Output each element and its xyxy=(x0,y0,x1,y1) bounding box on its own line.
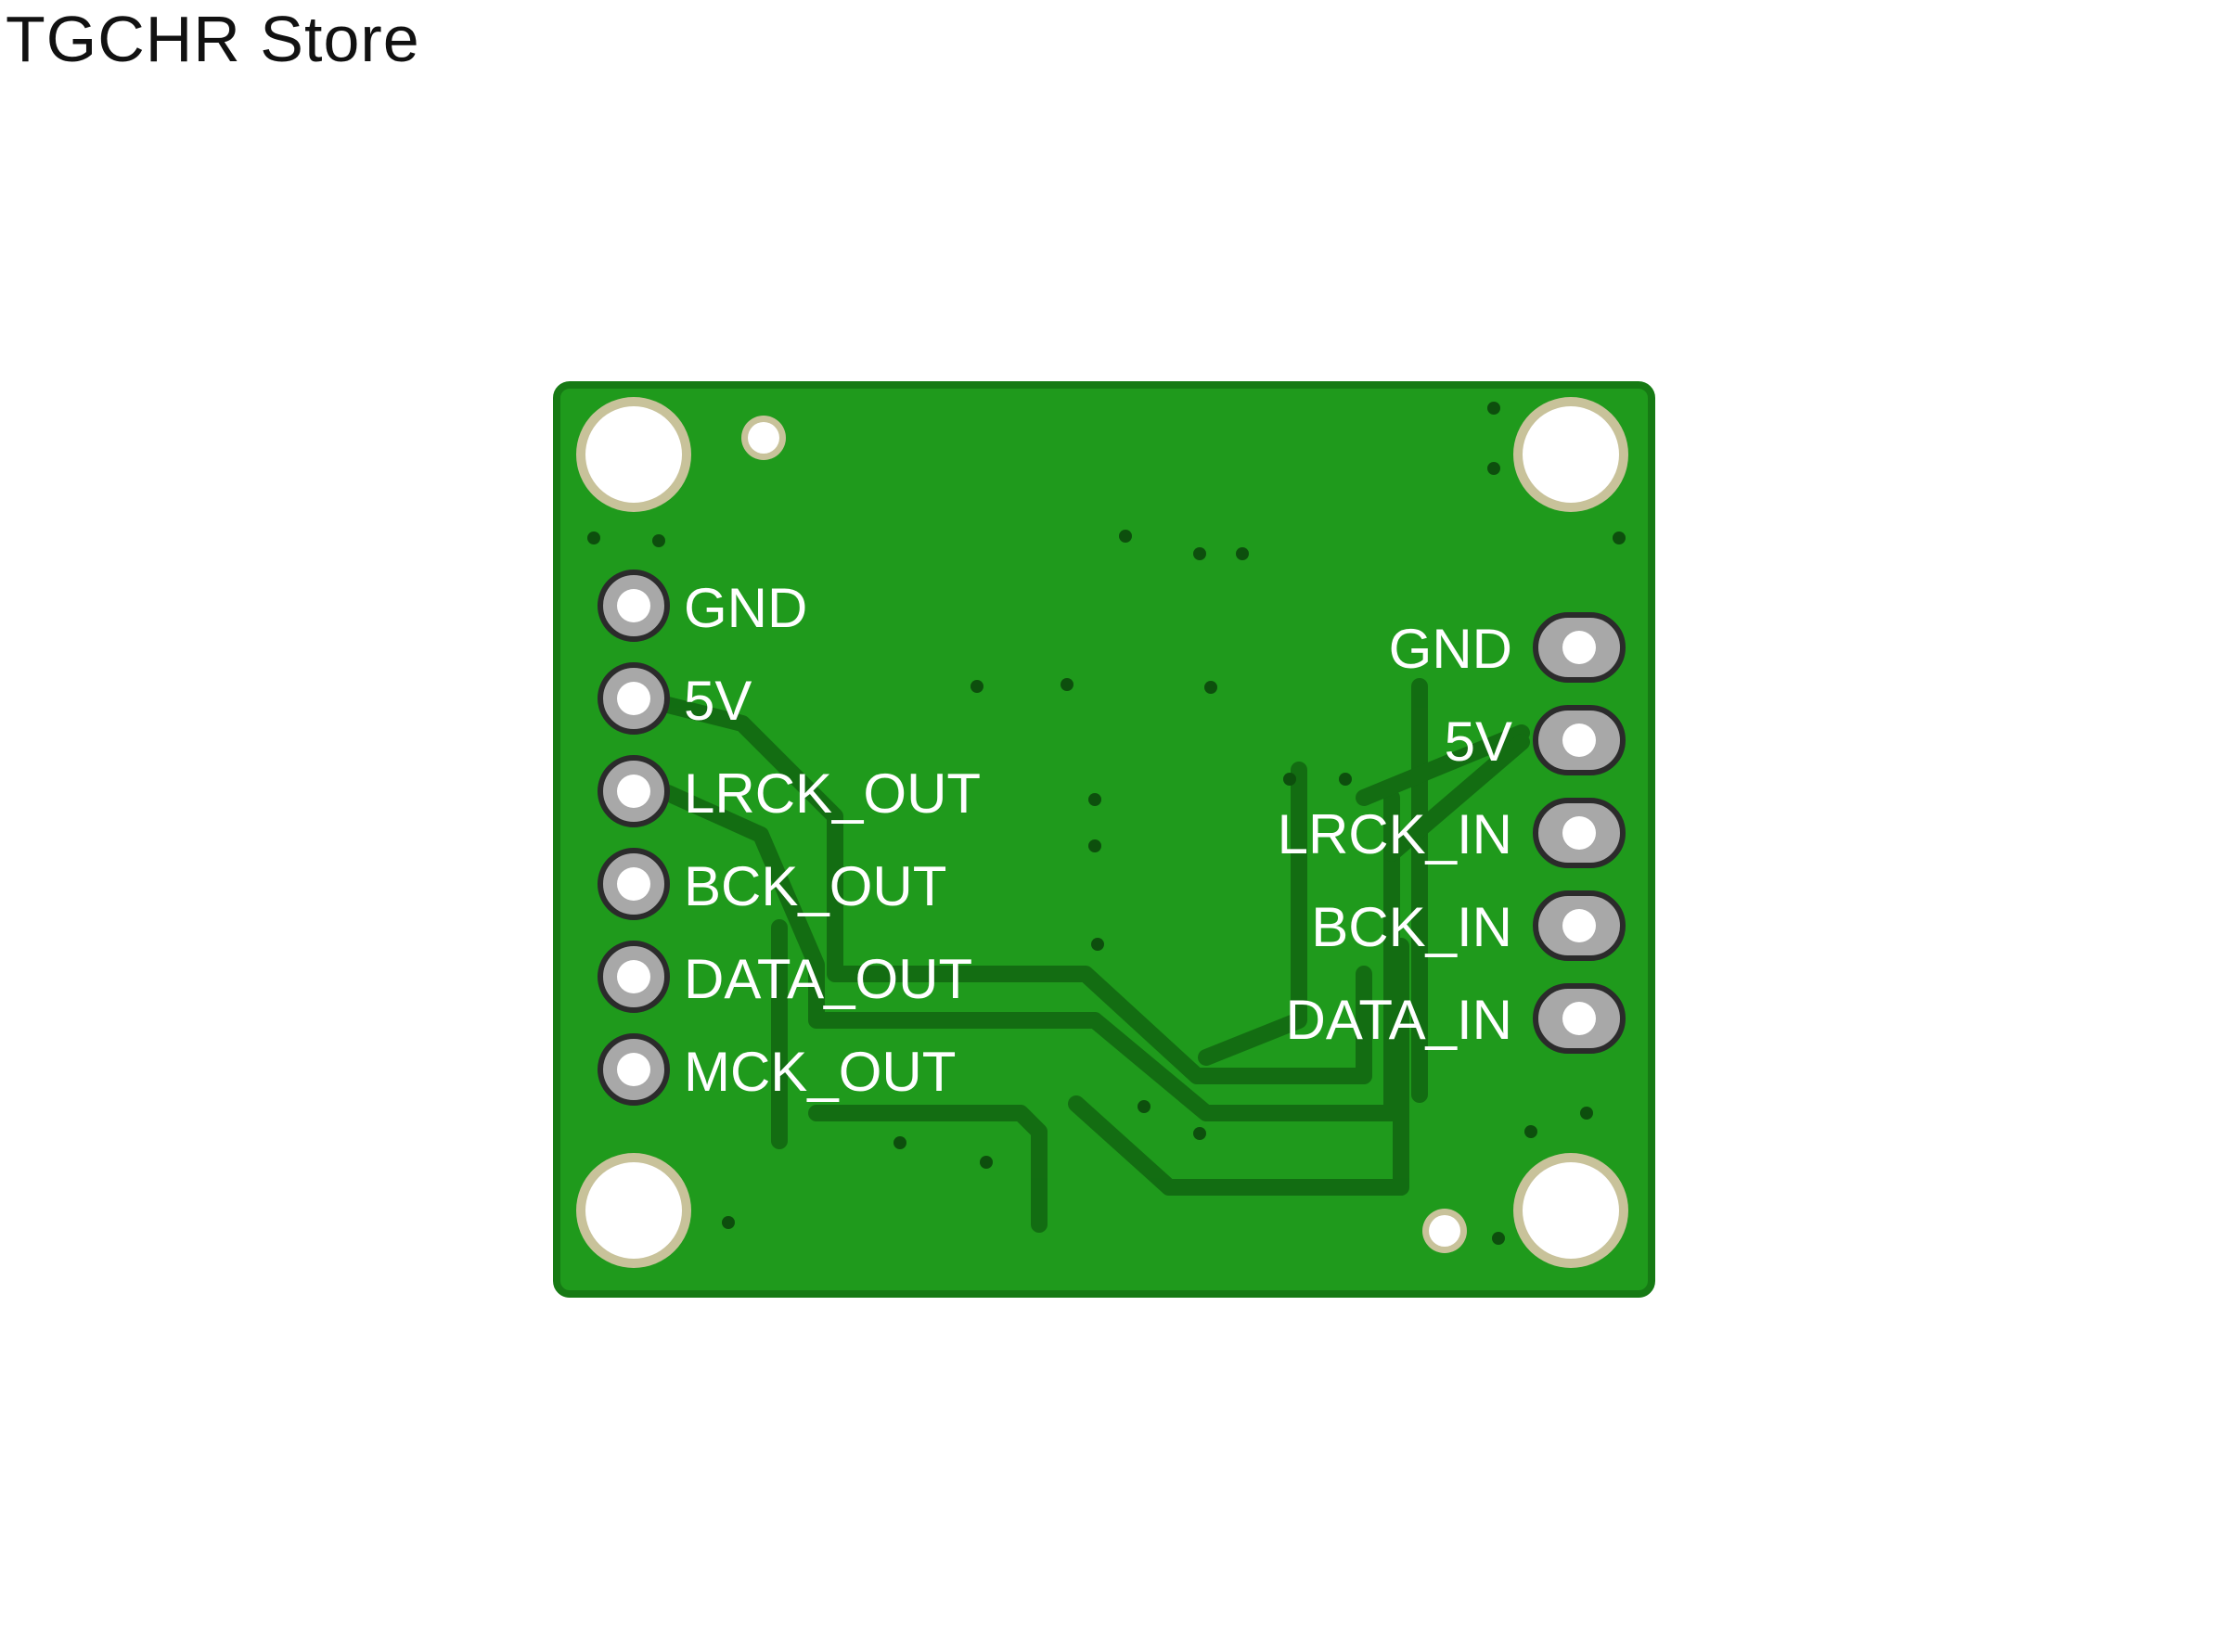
vias xyxy=(587,402,1626,1245)
mounting-hole xyxy=(585,406,682,503)
pin-label-left-5v: 5V xyxy=(684,670,752,732)
mounting-holes xyxy=(576,397,1628,1268)
pin-label-mck-out: MCK_OUT xyxy=(684,1041,956,1103)
pin-label-right-5v: 5V xyxy=(1445,711,1512,773)
pin-hole xyxy=(617,682,650,715)
pin-hole xyxy=(1562,631,1596,664)
mounting-hole xyxy=(1523,406,1619,503)
pin-hole xyxy=(1562,1002,1596,1035)
pcb-board xyxy=(553,381,1655,1298)
mounting-hole xyxy=(1523,1162,1619,1259)
small-hole xyxy=(748,422,779,454)
pin-hole xyxy=(617,1053,650,1086)
pin-label-lrck-in: LRCK_IN xyxy=(1278,803,1512,865)
mounting-hole xyxy=(585,1162,682,1259)
pcb-traces xyxy=(660,678,1530,1233)
right-pin-labels: GND 5V LRCK_IN BCK_IN DATA_IN xyxy=(1278,618,1512,1051)
left-pin-labels: GND 5V LRCK_OUT BCK_OUT DATA_OUT MCK_OUT xyxy=(684,577,981,1103)
pin-hole xyxy=(1562,909,1596,942)
pin-label-bck-out: BCK_OUT xyxy=(684,855,946,917)
pin-label-data-in: DATA_IN xyxy=(1286,989,1512,1051)
pin-hole xyxy=(1562,724,1596,757)
pin-label-data-out: DATA_OUT xyxy=(684,948,972,1010)
pin-hole xyxy=(617,867,650,901)
left-header-pads xyxy=(598,570,670,1106)
right-header-pads xyxy=(1533,612,1626,1054)
pin-hole xyxy=(617,960,650,993)
pin-hole xyxy=(617,589,650,622)
small-hole xyxy=(1429,1215,1460,1247)
pin-label-left-gnd: GND xyxy=(684,577,807,639)
store-name: TGCHR Store xyxy=(6,3,420,75)
pin-label-right-gnd: GND xyxy=(1389,618,1512,680)
pin-hole xyxy=(1562,816,1596,850)
pin-label-lrck-out: LRCK_OUT xyxy=(684,762,981,825)
pin-hole xyxy=(617,775,650,808)
pin-label-bck-in: BCK_IN xyxy=(1311,896,1512,958)
